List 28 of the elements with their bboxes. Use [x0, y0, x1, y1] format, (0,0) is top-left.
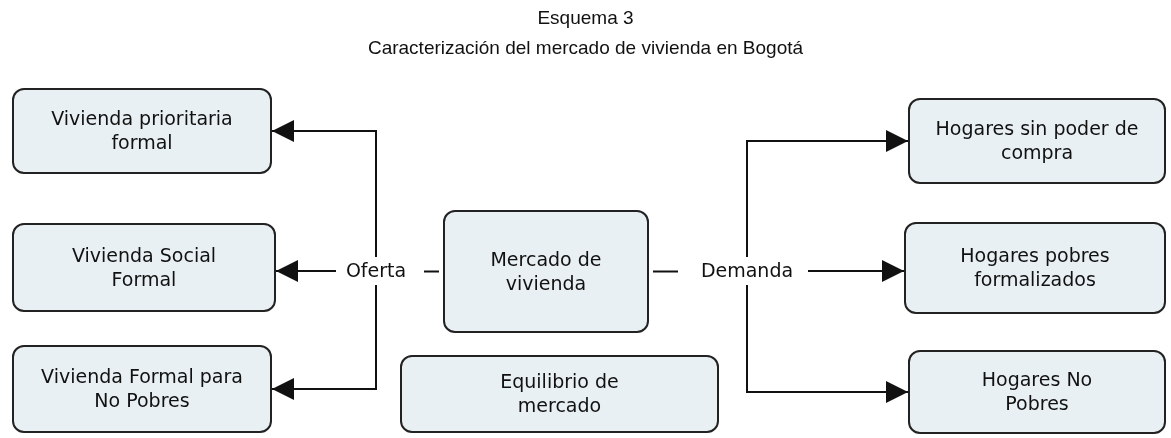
concept-box [443, 210, 649, 333]
arrow [746, 284, 909, 403]
concept-box [12, 223, 276, 312]
arrow [275, 260, 337, 282]
box-label: Hogares sin poder de compra [934, 117, 1140, 165]
box-label: Hogares No Pobres [980, 368, 1094, 416]
diagram-title: Esquema 3 [537, 7, 634, 29]
arrow [807, 260, 905, 282]
arrow [271, 120, 377, 258]
box-label: Hogares pobres formalizados [959, 244, 1111, 292]
arrow [746, 130, 909, 258]
box-label: Mercado de vivienda [489, 247, 603, 296]
concept-box [908, 350, 1166, 434]
concept-box [12, 345, 272, 433]
connector-line [423, 270, 440, 273]
box-label: Vivienda prioritaria formal [50, 107, 234, 155]
branch-label: Oferta [345, 259, 407, 283]
arrow [271, 284, 377, 400]
box-label: Equilibrio de mercado [499, 370, 620, 418]
diagram-subtitle: Caracterización del mercado de vivienda en Bogotá [367, 37, 804, 59]
concept-box [904, 222, 1166, 314]
concept-box [400, 355, 719, 433]
branch-label: Demanda [700, 259, 794, 283]
concept-box [908, 98, 1166, 184]
box-label: Vivienda Social Formal [70, 243, 218, 292]
concept-box [12, 88, 272, 174]
connector-line [652, 270, 679, 273]
box-label: Vivienda Formal para No Pobres [40, 365, 244, 413]
